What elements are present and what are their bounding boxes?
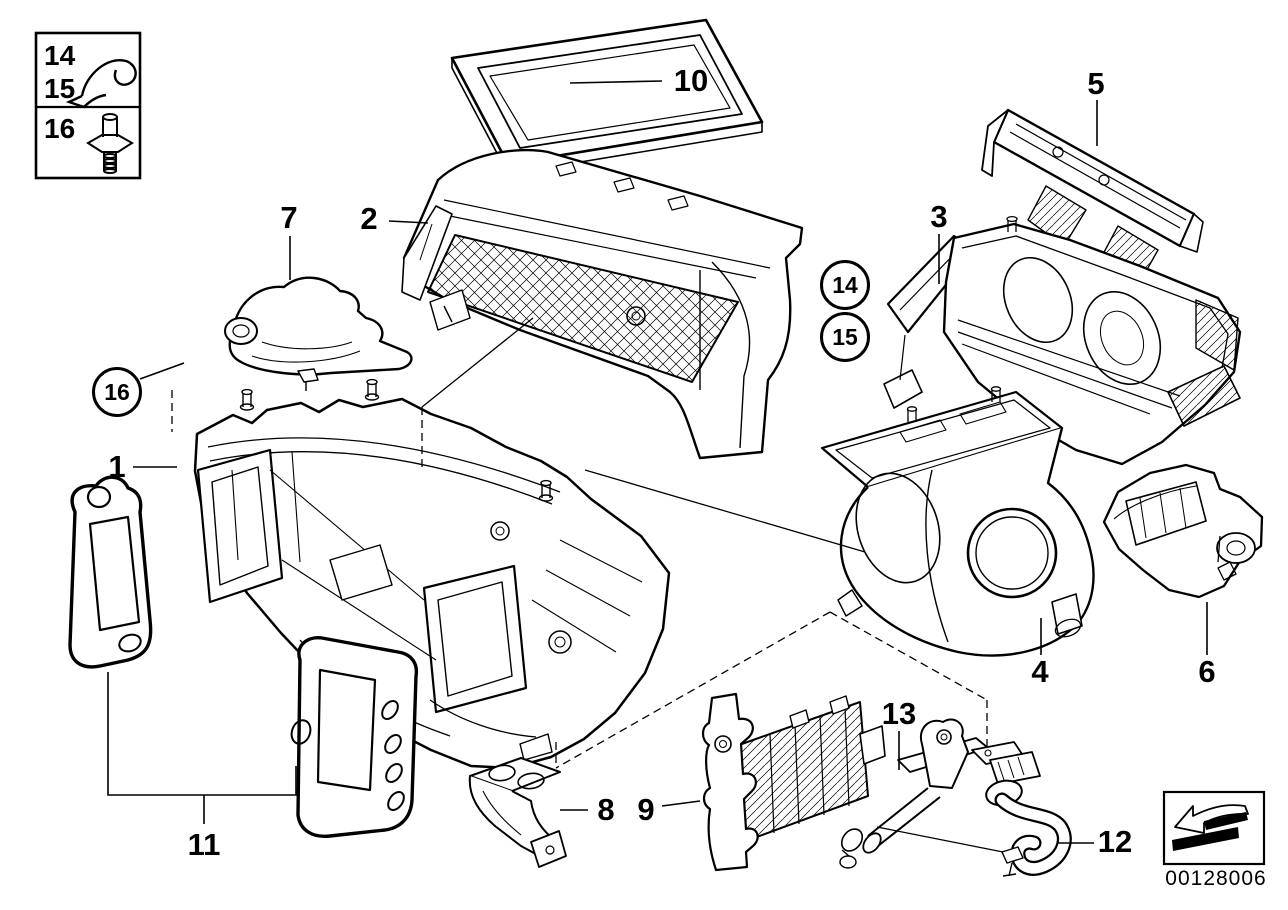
callout-1[interactable]: 1: [108, 449, 126, 484]
part-2-upper-housing: [401, 148, 804, 460]
part-7-cover: [224, 276, 413, 391]
callout-9[interactable]: 9: [637, 792, 655, 827]
part-8-support-bracket: [468, 757, 567, 868]
part-10-sealing-frame: [450, 18, 764, 175]
leader-lines: [107, 80, 1208, 844]
part-6-distribution-housing: [1102, 463, 1264, 599]
callout-8[interactable]: 8: [597, 792, 615, 827]
legend-label-14[interactable]: 14: [44, 40, 76, 71]
part-4-blower-housing: [820, 386, 1095, 657]
callout-11[interactable]: 11: [187, 827, 221, 862]
footer-arrow-box: [1162, 790, 1266, 866]
callout-circle-15[interactable]: 15: [820, 312, 870, 362]
callout-5[interactable]: 5: [1087, 66, 1105, 101]
callout-10[interactable]: 10: [673, 63, 709, 98]
part-12-drain-hose: [971, 741, 1072, 877]
part-11-gaskets: [68, 475, 419, 838]
part-9-ribbed-bracket: [701, 692, 886, 872]
callout-circle-14[interactable]: 14: [820, 260, 870, 310]
legend-label-15[interactable]: 15: [44, 73, 76, 104]
assembly-lines: [171, 317, 1004, 853]
callout-6[interactable]: 6: [1198, 654, 1216, 689]
part-5-vent-cover: [981, 108, 1204, 283]
callout-13[interactable]: 13: [881, 696, 917, 731]
legend-label-16[interactable]: 16: [44, 113, 76, 144]
part-1-heater-housing: [193, 378, 671, 770]
part-13-actuating-rod: [839, 718, 989, 869]
callout-circle-16[interactable]: 16: [92, 367, 142, 417]
callout-12[interactable]: 12: [1097, 824, 1133, 859]
callout-7[interactable]: 7: [280, 200, 298, 235]
assembly-direction-arrow-icon: [1172, 804, 1249, 851]
callout-4[interactable]: 4: [1031, 654, 1049, 689]
callout-2[interactable]: 2: [360, 201, 378, 236]
expanding-rivet-icon: [86, 113, 134, 174]
document-number: 00128006: [1165, 867, 1267, 890]
legend-box: [34, 31, 142, 180]
retaining-clip-icon: [65, 58, 137, 109]
callout-3[interactable]: 3: [930, 199, 948, 234]
